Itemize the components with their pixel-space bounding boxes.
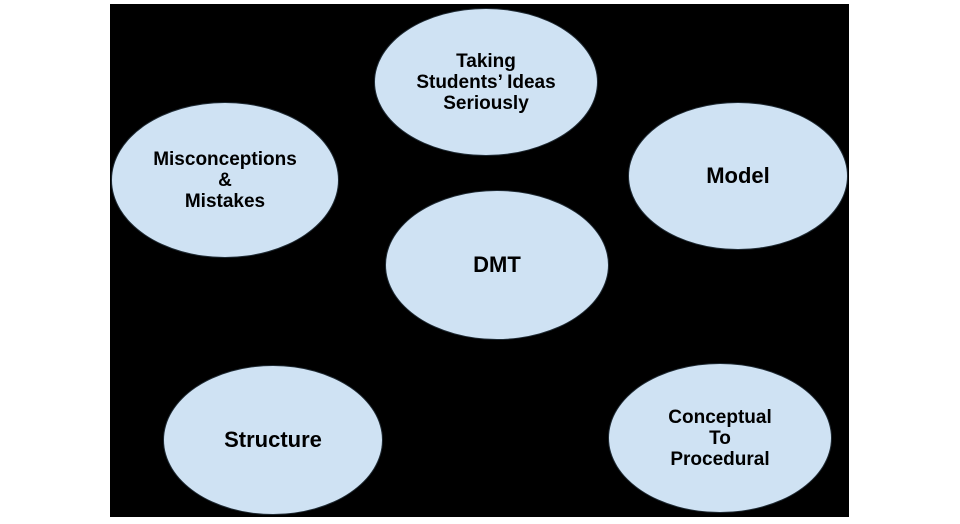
node-label-line: Procedural — [670, 448, 770, 470]
node-label-line: & — [218, 169, 232, 191]
node-label-line: DMT — [473, 252, 521, 277]
node-label-line: Model — [706, 163, 770, 188]
node-label-line: Mistakes — [184, 190, 266, 212]
node-label-line: Taking — [456, 50, 516, 72]
ellipse-taking-students-ideas-seriously: Taking Students’ Ideas Seriously — [374, 8, 598, 156]
node-label-line: To — [709, 427, 731, 449]
ellipse-model: Model — [628, 102, 848, 250]
ellipse-conceptual-to-procedural: Conceptual To Procedural — [608, 363, 832, 513]
node-label-line: Students’ Ideas — [416, 71, 556, 93]
node-label-line: Structure — [224, 427, 322, 452]
ellipse-dmt: DMT — [385, 190, 609, 340]
diagram-canvas: Taking Students’ Ideas Seriously Misconc… — [110, 4, 849, 517]
node-label-line: Conceptual — [668, 406, 772, 428]
node-label-line: Misconceptions — [153, 148, 297, 170]
ellipse-structure: Structure — [163, 365, 383, 515]
ellipse-misconceptions-mistakes: Misconceptions & Mistakes — [111, 102, 339, 258]
node-label-line: Seriously — [443, 92, 529, 114]
